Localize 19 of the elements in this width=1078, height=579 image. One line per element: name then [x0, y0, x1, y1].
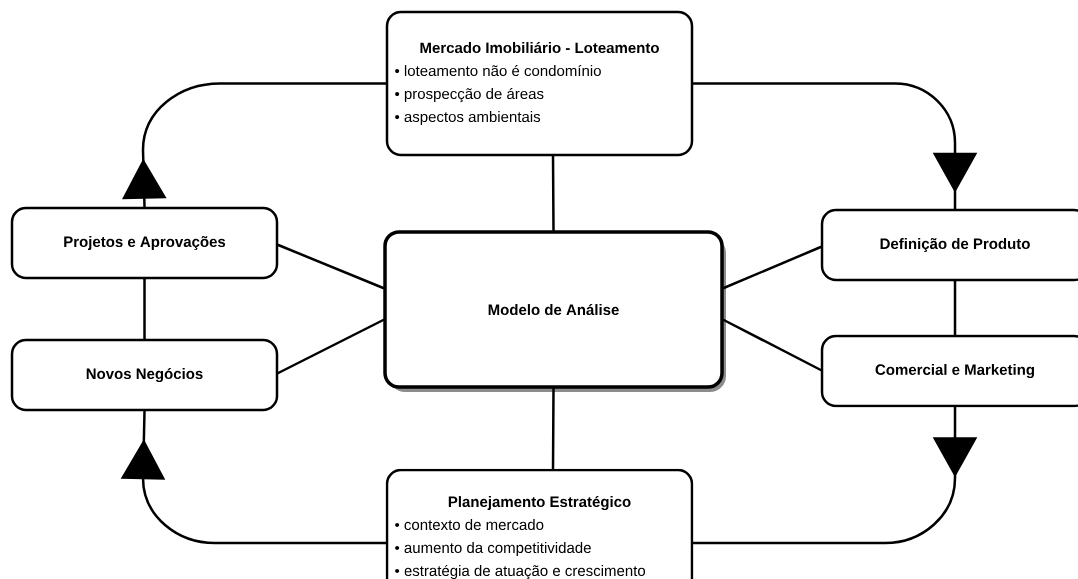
arrow [122, 82, 387, 208]
process-box: Comercial e Marketing [820, 334, 1078, 408]
connector-line [143, 278, 146, 340]
connector-line [722, 318, 822, 372]
arrow [120, 410, 387, 545]
topic-box: Mercado Imobiliário - Loteamento • loteamento não é condomínio • prospecção de áreas • aspectos ambientais [385, 10, 694, 157]
connector-line [551, 155, 555, 232]
process-box: Definição de Produto [820, 208, 1078, 282]
connector-line [277, 243, 385, 290]
central-box: Modelo de Análise [383, 230, 726, 392]
connector-line [277, 318, 385, 375]
process-box: Novos Negócios [10, 338, 279, 412]
connector-line [953, 280, 957, 336]
connector-line [551, 387, 555, 470]
arrow [692, 406, 978, 545]
arrow [692, 82, 978, 210]
process-box: Projetos e Aprovações [10, 206, 279, 280]
topic-box: Planejamento Estratégico • contexto de mercado • aumento da competitividade • estratégia de atuação e crescimento [385, 468, 694, 579]
connector-line [722, 245, 822, 290]
